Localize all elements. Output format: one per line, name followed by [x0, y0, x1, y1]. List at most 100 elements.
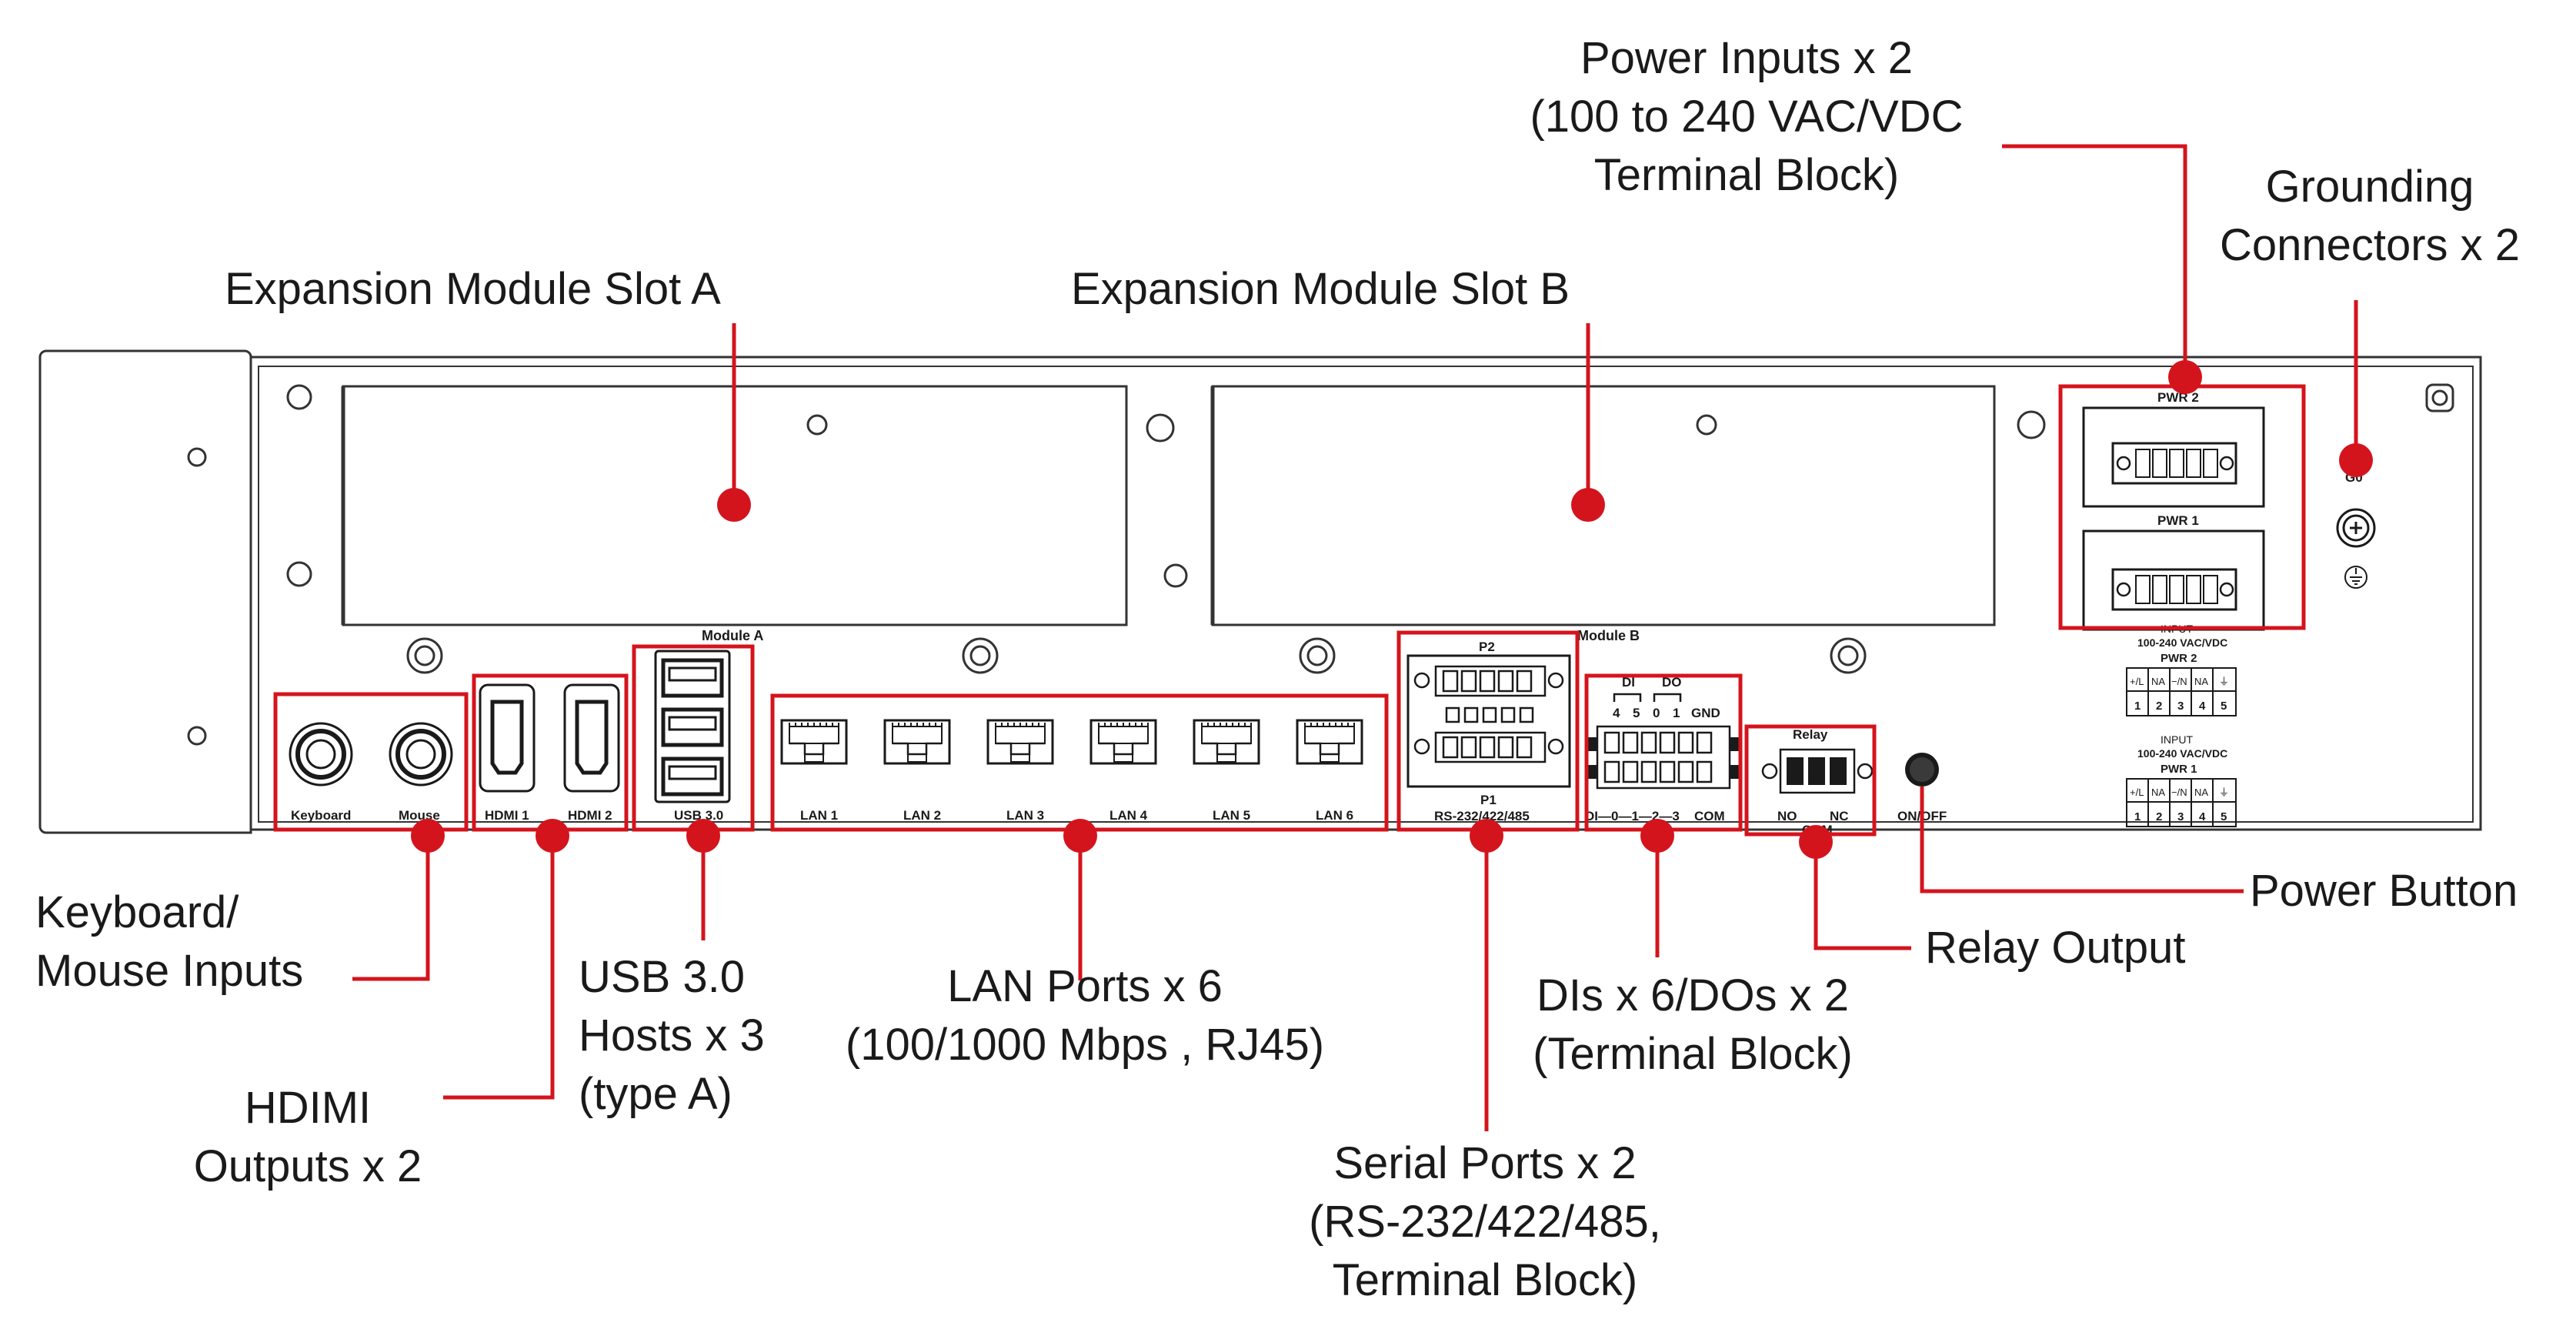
- leader-relay: [1814, 842, 1911, 950]
- callout-serial: Serial Ports x 2 (RS-232/422/485, Termin…: [1231, 1134, 1739, 1310]
- dot-dio: [1640, 819, 1674, 853]
- lan5-label: LAN 5: [1213, 808, 1250, 823]
- module-a-label: Module A: [702, 628, 763, 643]
- callout-line: (Terminal Block): [1533, 1029, 1853, 1079]
- expansion-slot-b: [1210, 385, 2046, 626]
- callout-line: Expansion Module Slot A: [225, 264, 721, 314]
- leader-power-button: [1920, 787, 2244, 893]
- dot-slot-b: [1571, 488, 1605, 522]
- lan2-label: LAN 2: [903, 808, 941, 823]
- pwr1-num-4: 4: [2199, 810, 2206, 823]
- highlight-lan: [770, 693, 1389, 832]
- pwr1-num-1: 1: [2134, 810, 2141, 823]
- do-label: DO: [1662, 675, 1682, 690]
- di-label: DI: [1622, 675, 1635, 690]
- gnd-label: GND: [1691, 706, 1720, 720]
- leader-lines: [352, 144, 2358, 1131]
- callout-line: Serial Ports x 2: [1333, 1138, 1637, 1188]
- dot-hdmi: [536, 819, 569, 853]
- dot-grounding: [2339, 443, 2373, 477]
- callout-line: Keyboard/: [35, 887, 239, 937]
- power-inputs: PWR 2 PWR 1: [2082, 390, 2265, 631]
- usb-ports: USB 3.0: [654, 650, 731, 823]
- leader-power-inputs: [2002, 144, 2187, 377]
- highlight-hdmi: [472, 673, 629, 832]
- pwr2-pin-3: −/N: [2171, 676, 2187, 687]
- pwr1-num-2: 2: [2156, 810, 2162, 823]
- callout-line: USB 3.0: [579, 952, 745, 1002]
- p1-label: P1: [1480, 793, 1497, 807]
- callout-line: DIs x 6/DOs x 2: [1536, 970, 1850, 1020]
- pwr2-pin-2: NA: [2151, 676, 2165, 687]
- lan4-label: LAN 4: [1109, 808, 1148, 823]
- p2-label: P2: [1479, 640, 1495, 654]
- pwr2-vac-label: 100-240 VAC/VDC: [2137, 636, 2227, 649]
- chassis: [38, 349, 2482, 834]
- mounting-screws: [406, 637, 1867, 674]
- pwr2-pin-5: ⏚: [2219, 676, 2229, 687]
- pwr1-pin-5: ⏚: [2219, 787, 2229, 798]
- dot-slot-a: [717, 488, 751, 522]
- do-num-0: 0: [1653, 706, 1660, 720]
- pwr1-table-title: PWR 1: [2161, 763, 2197, 776]
- leader-ps2: [352, 836, 430, 981]
- callout-hdmi: HDIMI Outputs x 2: [169, 1079, 446, 1196]
- highlight-ps2: [273, 692, 469, 832]
- pwr1-num-3: 3: [2177, 810, 2184, 823]
- relay-label: Relay: [1793, 727, 1828, 742]
- ps2-ports: Keyboard Mouse: [289, 722, 453, 823]
- pwr1-vac-label: 100-240 VAC/VDC: [2137, 747, 2227, 760]
- callout-line: (100/1000 Mbps , RJ45): [845, 1020, 1325, 1070]
- pwr2-num-2: 2: [2156, 700, 2162, 713]
- pwr2-pin-4: NA: [2194, 676, 2208, 687]
- hdmi1-label: HDMI 1: [485, 808, 529, 823]
- pwr2-table-title: PWR 2: [2161, 652, 2197, 665]
- highlight-boxes: [273, 384, 2306, 837]
- grounding-screw: G0: [2336, 470, 2376, 589]
- callout-line: Mouse Inputs: [35, 946, 304, 996]
- leader-hdmi: [443, 836, 555, 1100]
- callout-line: (type A): [579, 1069, 732, 1119]
- callout-dio: DIs x 6/DOs x 2 (Terminal Block): [1493, 967, 1893, 1084]
- callout-line: (100 to 240 VAC/VDC: [1530, 92, 1964, 142]
- nc-label: NC: [1830, 809, 1849, 823]
- dot-ps2: [411, 819, 445, 853]
- keyboard-label: Keyboard: [291, 808, 351, 823]
- panel-outline: [249, 356, 2482, 831]
- usb-label: USB 3.0: [674, 808, 723, 823]
- pwr1-num-5: 5: [2221, 810, 2227, 823]
- callout-line: Outputs x 2: [193, 1141, 422, 1191]
- pwr2-num-1: 1: [2134, 700, 2141, 713]
- lan3-label: LAN 3: [1006, 808, 1044, 823]
- callout-relay: Relay Output: [1925, 919, 2186, 977]
- callout-line: Connectors x 2: [2219, 220, 2521, 270]
- callout-line: Power Button: [2250, 866, 2518, 916]
- callout-line: Terminal Block): [1593, 150, 1900, 200]
- rack-ear: [38, 349, 252, 834]
- pwr2-pin-1: +/L: [2130, 676, 2144, 687]
- callout-slot-a: Expansion Module Slot A: [225, 260, 721, 319]
- pwr2-num-3: 3: [2177, 700, 2184, 713]
- lan1-label: LAN 1: [800, 808, 838, 823]
- callout-power-inputs: Power Inputs x 2 (100 to 240 VAC/VDC Ter…: [1485, 29, 2008, 205]
- callout-line: (RS-232/422/485,: [1309, 1197, 1661, 1247]
- dot-relay: [1799, 825, 1833, 859]
- callout-line: Relay Output: [1925, 923, 2186, 973]
- callout-line: HDIMI: [244, 1083, 372, 1133]
- pwr1-input-label: INPUT: [2161, 733, 2193, 746]
- pwr2-label: PWR 2: [2157, 390, 2199, 405]
- pwr1-pin-1: +/L: [2130, 787, 2144, 798]
- callout-lan: LAN Ports x 6 (100/1000 Mbps , RJ45): [816, 957, 1354, 1074]
- callout-grounding: Grounding Connectors x 2: [2201, 158, 2539, 275]
- pwr1-pin-4: NA: [2194, 787, 2208, 798]
- callout-usb: USB 3.0 Hosts x 3 (type A): [579, 948, 765, 1124]
- callout-line: Expansion Module Slot B: [1071, 264, 1570, 314]
- callout-slot-b: Expansion Module Slot B: [1071, 260, 1570, 319]
- callout-keyboard-mouse: Keyboard/ Mouse Inputs: [35, 883, 303, 1000]
- com-label: COM: [1694, 809, 1725, 823]
- hdmi-ports: HDMI 1 HDMI 2: [479, 683, 620, 823]
- callout-line: LAN Ports x 6: [947, 961, 1223, 1011]
- callout-line: Grounding: [2265, 162, 2474, 212]
- di-num-4: 4: [1613, 706, 1620, 720]
